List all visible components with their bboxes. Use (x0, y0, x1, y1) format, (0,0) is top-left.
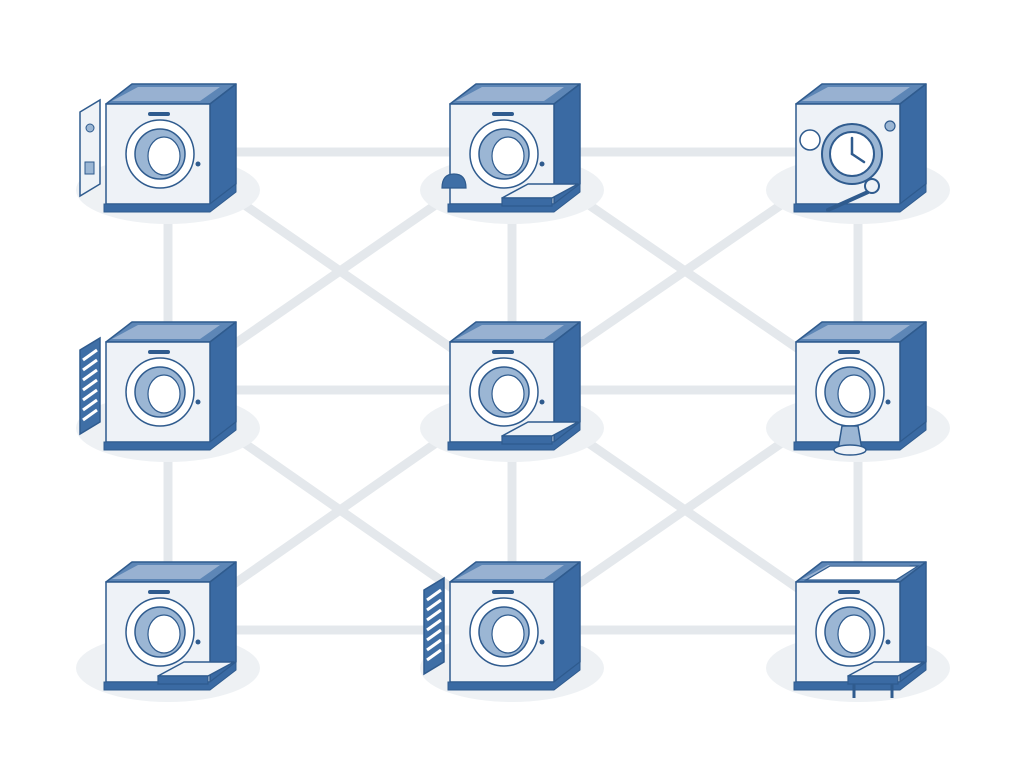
vent-slat (82, 398, 98, 412)
ct-scanner-icon (76, 321, 260, 462)
device-node (420, 83, 604, 224)
device-node (420, 561, 604, 702)
device-node (766, 561, 950, 702)
status-dot (539, 639, 545, 645)
indicator-light (884, 120, 896, 132)
wrench-tool (826, 190, 870, 212)
label-slot (492, 590, 514, 594)
vent-slat (82, 388, 98, 402)
table-edge (847, 675, 899, 685)
top-highlight (112, 325, 220, 339)
side-face (899, 321, 927, 443)
vent-slat (82, 358, 98, 372)
label-slot (148, 350, 170, 354)
table-edge (157, 675, 209, 685)
pressure-gauge-scanner-icon (766, 83, 950, 224)
base-plinth (793, 420, 927, 451)
top-highlight (456, 565, 564, 579)
base-plinth (103, 182, 237, 213)
bore-inner (147, 136, 181, 176)
magnifier-tool (864, 178, 880, 194)
label-slot (492, 350, 514, 354)
top-highlight (112, 87, 220, 101)
top-highlight (112, 565, 220, 579)
open-top-cavity (803, 565, 921, 581)
side-face (553, 561, 581, 683)
status-dot (539, 399, 545, 405)
top-highlight (456, 87, 564, 101)
side-face (209, 83, 237, 205)
vent-slat (426, 638, 442, 652)
vent-slat (426, 628, 442, 642)
mri-scanner-icon (420, 561, 604, 702)
ct-scanner-icon (420, 83, 604, 224)
open-top-scanner-icon (766, 561, 950, 702)
label-slot (492, 112, 514, 116)
bore-inner (491, 374, 525, 414)
status-dot (885, 639, 891, 645)
table-edge (501, 435, 553, 445)
bore-inner (147, 374, 181, 414)
vent-slat (426, 588, 442, 602)
top-highlight (456, 325, 564, 339)
panel-slot (84, 161, 95, 175)
status-dot (195, 161, 201, 167)
table-edge (501, 197, 553, 207)
bore-inner (491, 136, 525, 176)
bore-inner (837, 374, 871, 414)
vent-slat (426, 598, 442, 612)
device-node (766, 83, 950, 224)
vent-slat (82, 348, 98, 362)
device-node (420, 321, 604, 462)
device-node (76, 561, 260, 702)
bore-inner (147, 614, 181, 654)
dial-icon (799, 129, 821, 151)
side-face (899, 83, 927, 205)
status-dot (885, 399, 891, 405)
mri-scanner-icon (76, 561, 260, 702)
top-highlight (802, 87, 910, 101)
bore-inner (837, 614, 871, 654)
vent-slat (82, 378, 98, 392)
base-plinth (793, 182, 927, 213)
label-slot (838, 590, 860, 594)
vent-slat (426, 618, 442, 632)
stand-base (833, 444, 867, 456)
side-face (209, 321, 237, 443)
label-slot (838, 350, 860, 354)
ct-gantry-icon (420, 321, 604, 462)
vent-slat (426, 608, 442, 622)
top-highlight (802, 325, 910, 339)
control-panel (79, 98, 101, 198)
node-layer (76, 83, 950, 702)
label-slot (148, 112, 170, 116)
vent-slat (82, 368, 98, 382)
ct-scanner-icon (76, 83, 260, 224)
vent-slat (426, 648, 442, 662)
vent-slat (82, 408, 98, 422)
label-slot (148, 590, 170, 594)
panel-button (85, 123, 95, 133)
mri-scanner-icon (766, 321, 950, 462)
status-dot (195, 639, 201, 645)
device-node (76, 321, 260, 462)
device-node (76, 83, 260, 224)
bracket-mount (441, 173, 467, 189)
status-dot (195, 399, 201, 405)
bore-inner (491, 614, 525, 654)
base-plinth (447, 660, 581, 691)
device-node (766, 321, 950, 462)
status-dot (539, 161, 545, 167)
gauge-needle (850, 152, 866, 164)
base-plinth (103, 420, 237, 451)
